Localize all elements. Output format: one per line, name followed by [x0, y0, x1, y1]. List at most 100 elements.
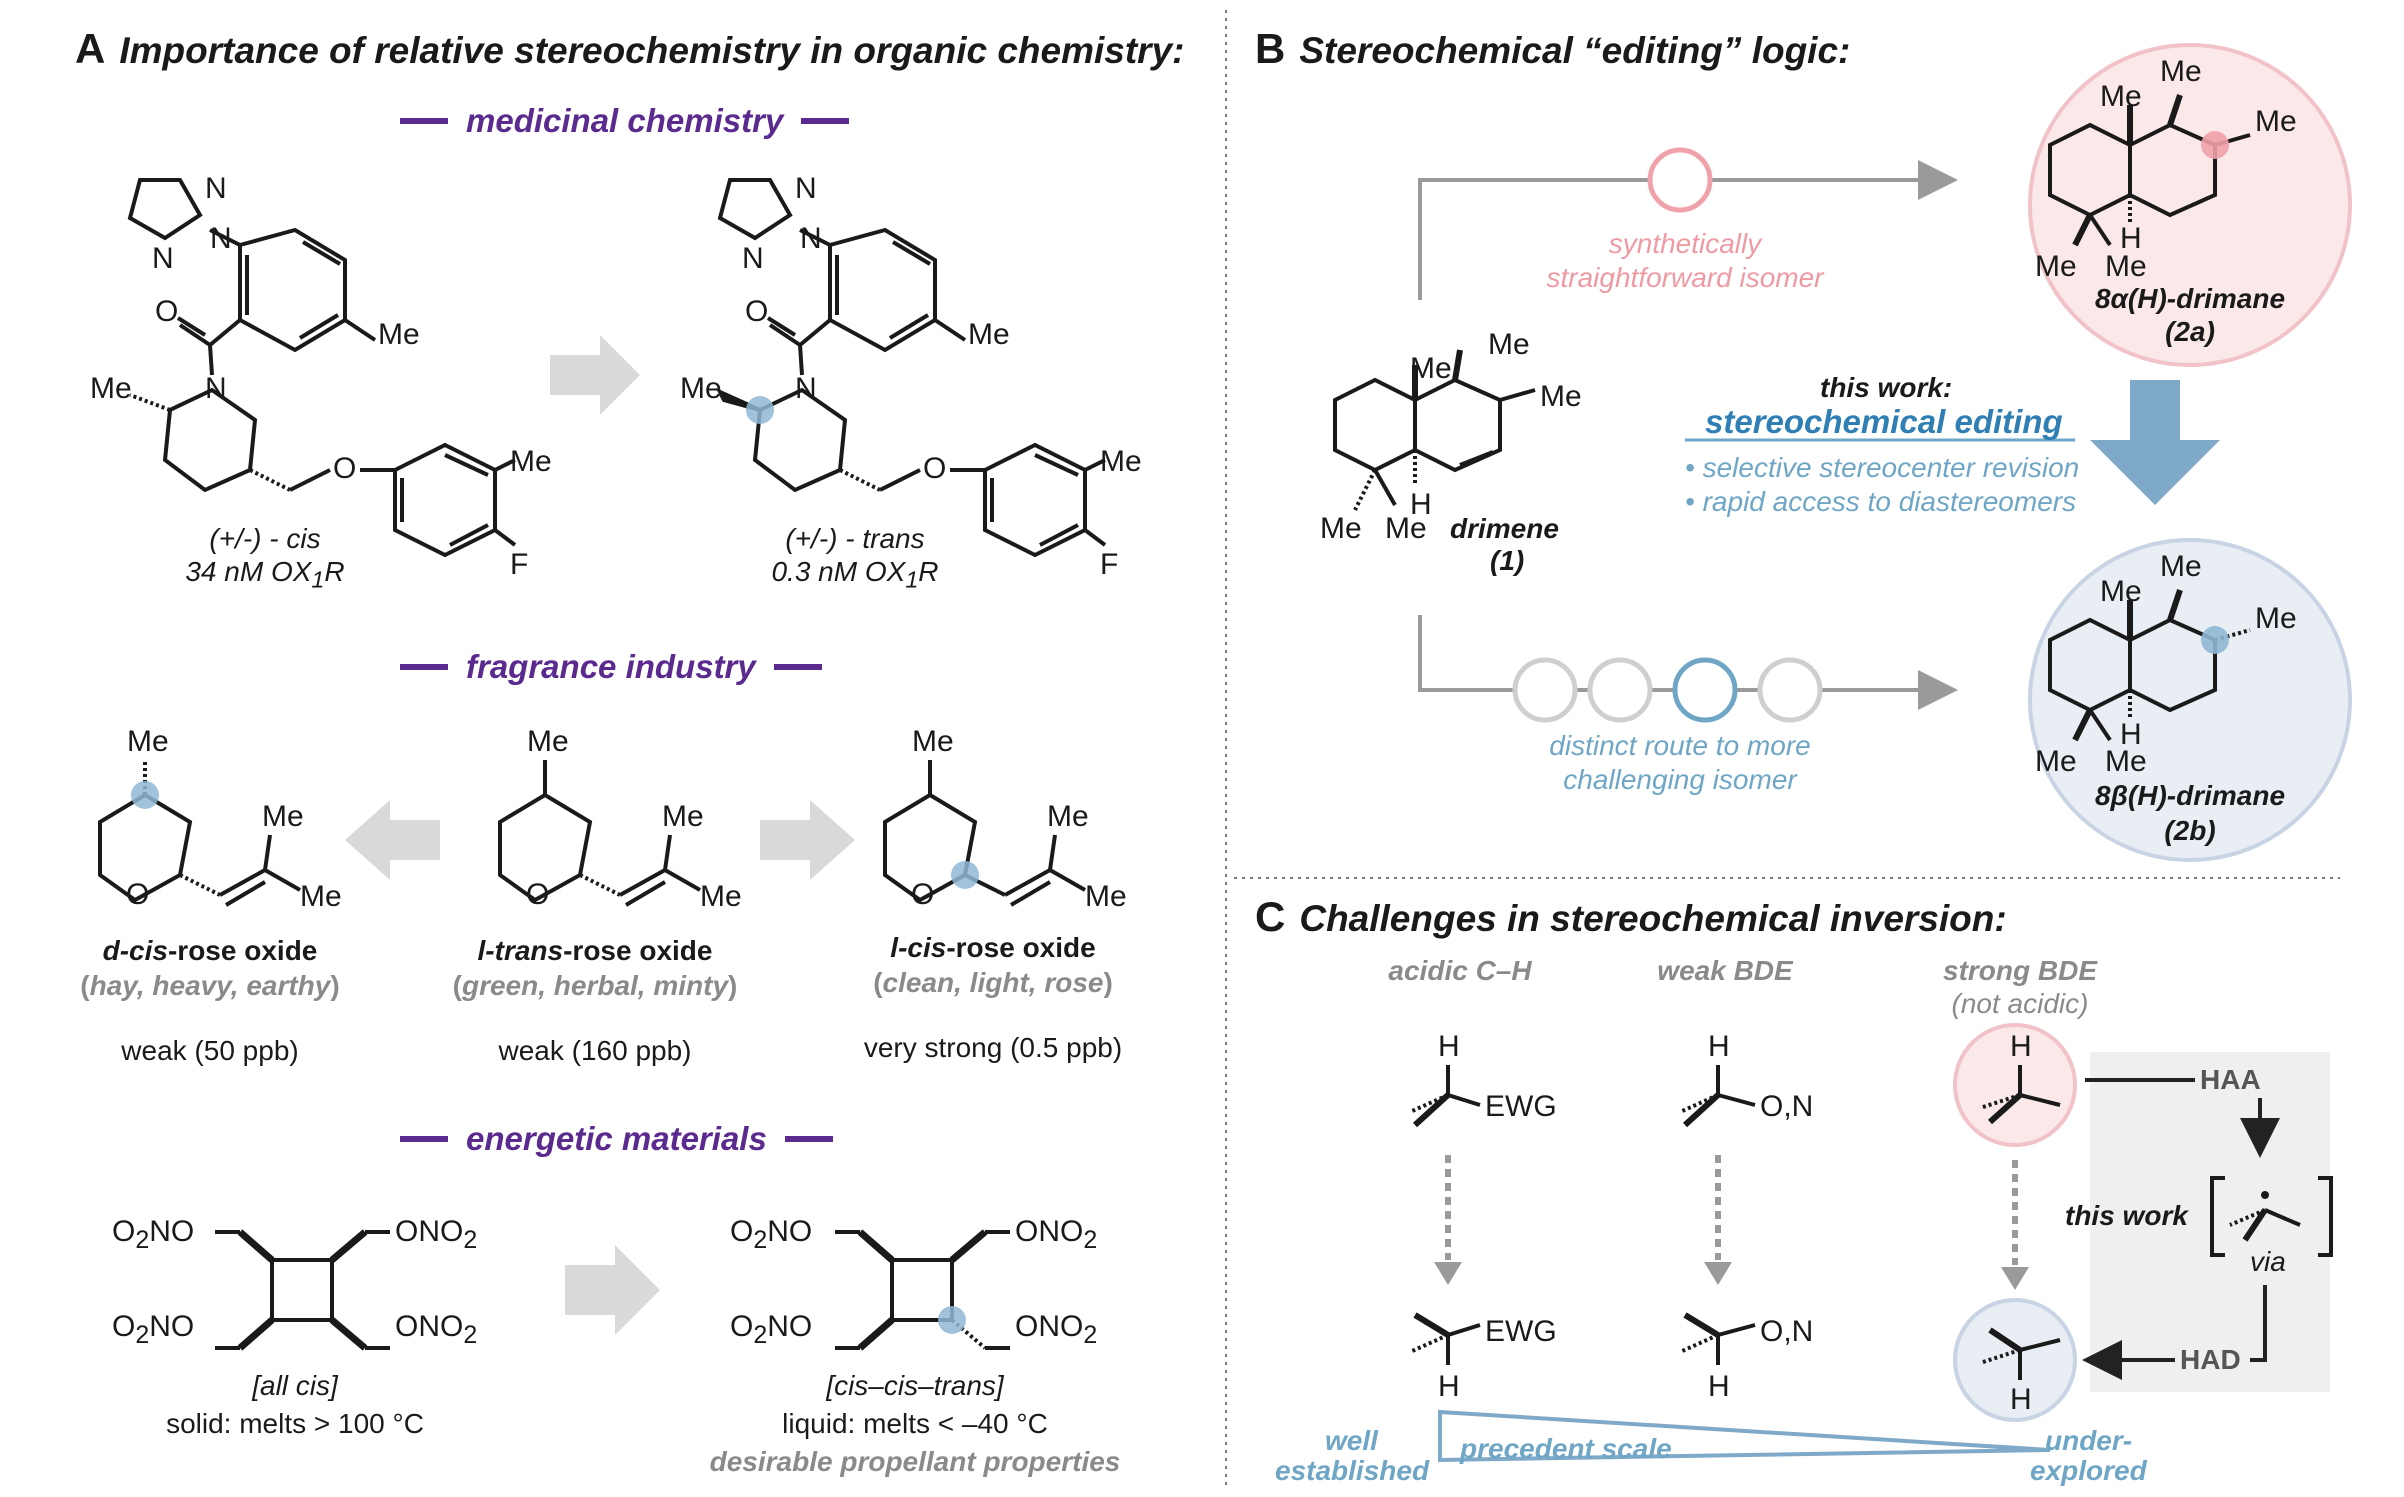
- group-onitro: O2NO: [730, 1215, 813, 1254]
- stereocenter-marker-2b: [2201, 626, 2229, 654]
- rose-oxide-threshold-2: weak (160 ppb): [498, 1035, 692, 1066]
- arrowhead: [1434, 1262, 1462, 1285]
- route-step: [1587, 657, 1653, 723]
- suvorexant-analog-trans: [715, 178, 1107, 558]
- had-label: HAD: [2180, 1344, 2241, 1375]
- label-H: H: [1708, 1030, 1730, 1063]
- atom-F: F: [510, 548, 529, 581]
- this-work-label: this work:: [1820, 372, 1953, 403]
- energetic-arrow: [565, 1245, 660, 1335]
- isomer-2a-number: (2a): [2165, 316, 2215, 347]
- route-top: [1418, 160, 1958, 300]
- fragrance-arrow-right: [760, 800, 855, 880]
- col-acidic-label: acidic C–H: [1388, 955, 1532, 986]
- group-onitro: O2NO: [112, 1215, 195, 1254]
- rose-oxide-threshold-3: very strong (0.5 ppb): [863, 1032, 1123, 1063]
- group-ono2: ONO2: [1015, 1310, 1098, 1349]
- label-H: H: [1438, 1370, 1460, 1403]
- had-arrow: [2082, 1285, 2267, 1380]
- group-on: O,N: [1760, 1090, 1814, 1123]
- strong-bde-start-circle: [1953, 1023, 2077, 1147]
- cubane-like-cis: [215, 1229, 390, 1351]
- drimene-number: (1): [1490, 545, 1525, 576]
- rose-oxide-name-3: l-cis-rose oxide: [890, 932, 1096, 963]
- label-Me: Me: [912, 725, 954, 758]
- label-Me: Me: [1085, 880, 1127, 913]
- label-Me: Me: [378, 318, 420, 351]
- isomer-2a-name: 8α(H)-drimane: [2094, 283, 2286, 314]
- had-label-bg: [2175, 1342, 2250, 1378]
- atom-O: O: [911, 878, 935, 911]
- scale-left-line2: established: [1275, 1455, 1430, 1486]
- group-ono2: ONO2: [1015, 1215, 1098, 1254]
- isomer-2b-number: (2b): [2164, 815, 2216, 846]
- label-Me: Me: [1410, 352, 1452, 385]
- label-Me: Me: [700, 880, 742, 913]
- arrowhead: [2001, 1267, 2029, 1290]
- label-Me: Me: [127, 725, 169, 758]
- scale-right-line1: under-: [2045, 1425, 2133, 1456]
- atom-N: N: [152, 242, 174, 275]
- atom-O: O: [526, 878, 550, 911]
- label-Me: Me: [90, 372, 132, 405]
- atom-N: N: [795, 172, 817, 205]
- label-Me: Me: [262, 800, 304, 833]
- atom-O: O: [745, 295, 769, 328]
- group-onitro: O2NO: [730, 1310, 813, 1349]
- group-on: O,N: [1760, 1315, 1814, 1348]
- atom-N: N: [210, 222, 232, 255]
- haa-label: HAA: [2200, 1064, 2261, 1095]
- strong-bde-end-circle: [1953, 1298, 2077, 1422]
- label-Me: Me: [2105, 250, 2147, 283]
- label-Me: Me: [2100, 80, 2142, 113]
- stereocenter-marker: [938, 1306, 966, 1334]
- label-H: H: [2120, 718, 2142, 751]
- atom-O: O: [333, 452, 357, 485]
- dashed-arrows: [1445, 1155, 2018, 1265]
- stereocenter-marker: [131, 781, 159, 809]
- atom-O: O: [923, 452, 947, 485]
- rose-oxide-name-1: d-cis-rose oxide: [102, 935, 318, 966]
- col-weak-bde-label: weak BDE: [1657, 955, 1793, 986]
- stereocenter-marker-2a: [2201, 131, 2229, 159]
- label-Me: Me: [510, 445, 552, 478]
- label-Me: Me: [1320, 512, 1362, 545]
- cis-potency: 34 nM OX1R: [185, 556, 345, 593]
- label-Me: Me: [2105, 745, 2147, 778]
- rose-oxide-notes-2: (green, herbal, minty): [452, 970, 738, 1001]
- atom-N: N: [205, 372, 227, 405]
- arrowhead: [1704, 1262, 1732, 1285]
- atom-O: O: [155, 295, 179, 328]
- drimene-name: drimene: [1450, 513, 1559, 544]
- haa-label-bg: [2195, 1062, 2270, 1098]
- label-H: H: [1708, 1370, 1730, 1403]
- stereocenter-marker: [746, 396, 774, 424]
- via-label: via: [2250, 1246, 2286, 1277]
- label-Me: Me: [1100, 445, 1142, 478]
- col-strong-bde-sub: (not acidic): [1951, 988, 2089, 1019]
- cis-cis-trans-label: [cis–cis–trans]: [826, 1370, 1004, 1401]
- label-H: H: [1438, 1030, 1460, 1063]
- label-Me: Me: [2160, 55, 2202, 88]
- stereocenter-sketches: [1409, 1065, 2333, 1380]
- label-Me: Me: [1540, 380, 1582, 413]
- rose-oxide-notes-1: (hay, heavy, earthy): [80, 970, 340, 1001]
- group-ewg: EWG: [1485, 1090, 1557, 1123]
- route-step: [1757, 657, 1823, 723]
- group-ewg: EWG: [1485, 1315, 1557, 1348]
- isomer-2b-name: 8β(H)-drimane: [2094, 780, 2286, 811]
- trans-potency: 0.3 nM OX1R: [771, 556, 939, 593]
- all-cis-property: solid: melts > 100 °C: [166, 1408, 424, 1439]
- scale-left-line1: well: [1325, 1425, 1378, 1456]
- suvorexant-analog-cis: [127, 178, 517, 558]
- medchem-arrow: [550, 335, 640, 415]
- energetic-header: energetic materials: [400, 1120, 833, 1158]
- scale-mid: precedent scale: [1460, 1433, 1672, 1464]
- rose-oxide-rings: [98, 760, 1086, 907]
- all-cis-label: [all cis]: [252, 1370, 338, 1401]
- atom-O: O: [126, 878, 150, 911]
